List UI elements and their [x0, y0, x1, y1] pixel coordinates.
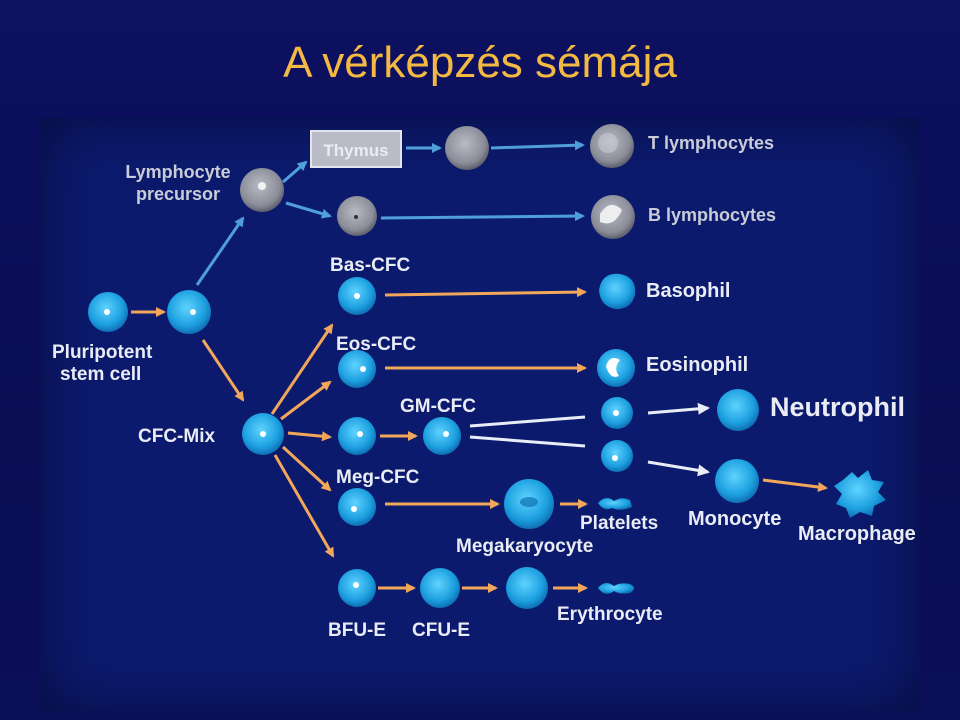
erythrocyte-label: Erythrocyte	[557, 604, 663, 625]
cell-nucleus	[357, 431, 363, 437]
cell-nucleus	[104, 309, 110, 315]
cell-nucleus	[606, 358, 620, 377]
arrow-progenitor-to-lymph-precursor	[195, 216, 245, 286]
labels: Lymphocyte precursor T lymphocytes B lym…	[52, 133, 916, 641]
cell-nucleus	[353, 582, 359, 588]
meg-cfc-cell	[338, 488, 376, 526]
arrow-monocyte-to-macrophage	[762, 478, 828, 492]
eosinophil-label: Eosinophil	[646, 354, 748, 376]
arrow-lymph-precursor-to-b	[285, 201, 332, 219]
cell-nucleus	[443, 431, 449, 437]
arrow-band-to-neutrophil	[647, 402, 710, 415]
arrow-b-precursor-to-b	[380, 211, 585, 222]
arrow-promono-to-monocyte	[647, 460, 710, 477]
arrow-gm-to-monocyte-line	[469, 435, 586, 448]
cell-nucleus	[354, 215, 358, 219]
cell-nucleus	[598, 133, 618, 153]
lymphocyte-precursor-label-line1: Lymphocyte	[125, 162, 230, 182]
macrophage-cell	[834, 470, 886, 518]
cfu-e-cell	[420, 568, 460, 608]
t-lymphocytes-label: T lymphocytes	[648, 133, 774, 153]
cell-nucleus	[600, 204, 622, 224]
thymus-label: Thymus	[323, 141, 388, 160]
bfu-e-cell	[338, 569, 376, 607]
cell-nucleus	[520, 497, 538, 507]
arrow-t-precursor-to-t	[490, 140, 585, 151]
normoblast-cell	[506, 567, 548, 609]
arrow-cfcmix-to-meg	[281, 445, 332, 492]
arrows	[131, 140, 828, 593]
cell-nucleus	[258, 182, 266, 190]
monocyte-cell	[715, 459, 759, 503]
macrophage-label: Macrophage	[798, 523, 916, 545]
cells	[88, 124, 886, 609]
megakaryocyte-label: Megakaryocyte	[456, 536, 593, 557]
basophil-cell	[599, 273, 636, 310]
cfc-mix-label: CFC-Mix	[138, 426, 215, 447]
b-lymphocytes-label: B lymphocytes	[648, 205, 776, 225]
lymphocyte-precursor-label-line2: precursor	[136, 184, 220, 204]
cell-nucleus	[612, 455, 618, 461]
arrow-lymph-precursor-to-thymus	[282, 160, 308, 184]
basophil-label: Basophil	[646, 280, 730, 302]
gm-cfc-cell-1	[338, 417, 376, 455]
eos-cfc-cell	[338, 350, 376, 388]
cell-nucleus	[354, 293, 360, 299]
arrow-cfcmix-to-eos	[280, 380, 332, 421]
gm-cfc-cell-2	[423, 417, 461, 455]
pluripotent-label-line1: Pluripotent	[52, 342, 153, 363]
platelets-shape	[598, 497, 632, 510]
cfu-e-label: CFU-E	[412, 620, 470, 641]
cell-nucleus	[360, 366, 366, 372]
arrow-cfcmix-to-bfue	[273, 454, 335, 558]
neutrophil-cell	[717, 389, 759, 431]
arrow-cfcmix-to-bas	[270, 323, 334, 415]
cell-nucleus	[190, 309, 196, 315]
arrow-bas-to-basophil	[384, 287, 587, 298]
neutrophil-label: Neutrophil	[770, 392, 905, 422]
cell-nucleus	[613, 410, 619, 416]
t-lymphocyte-precursor-cell	[445, 126, 489, 170]
multipotent-progenitor-cell	[167, 290, 211, 334]
cell-nucleus	[351, 506, 357, 512]
bas-cfc-label: Bas-CFC	[330, 255, 411, 276]
eos-cfc-label: Eos-CFC	[336, 334, 417, 355]
cell-nucleus	[260, 431, 266, 437]
arrow-progenitor-to-cfcmix	[201, 339, 245, 402]
arrow-gm-to-neutrophil-line	[469, 415, 586, 428]
bfu-e-label: BFU-E	[328, 620, 386, 641]
page-title: A vérképzés sémája	[283, 38, 677, 87]
meg-cfc-label: Meg-CFC	[336, 467, 420, 488]
erythrocyte-shape	[598, 582, 634, 594]
gm-cfc-label: GM-CFC	[400, 396, 476, 417]
platelets-label: Platelets	[580, 513, 658, 534]
arrow-cfcmix-to-gm	[287, 431, 332, 442]
thymus-box	[310, 130, 402, 168]
pluripotent-label-line2: stem cell	[60, 364, 141, 385]
monocyte-label: Monocyte	[688, 508, 781, 530]
